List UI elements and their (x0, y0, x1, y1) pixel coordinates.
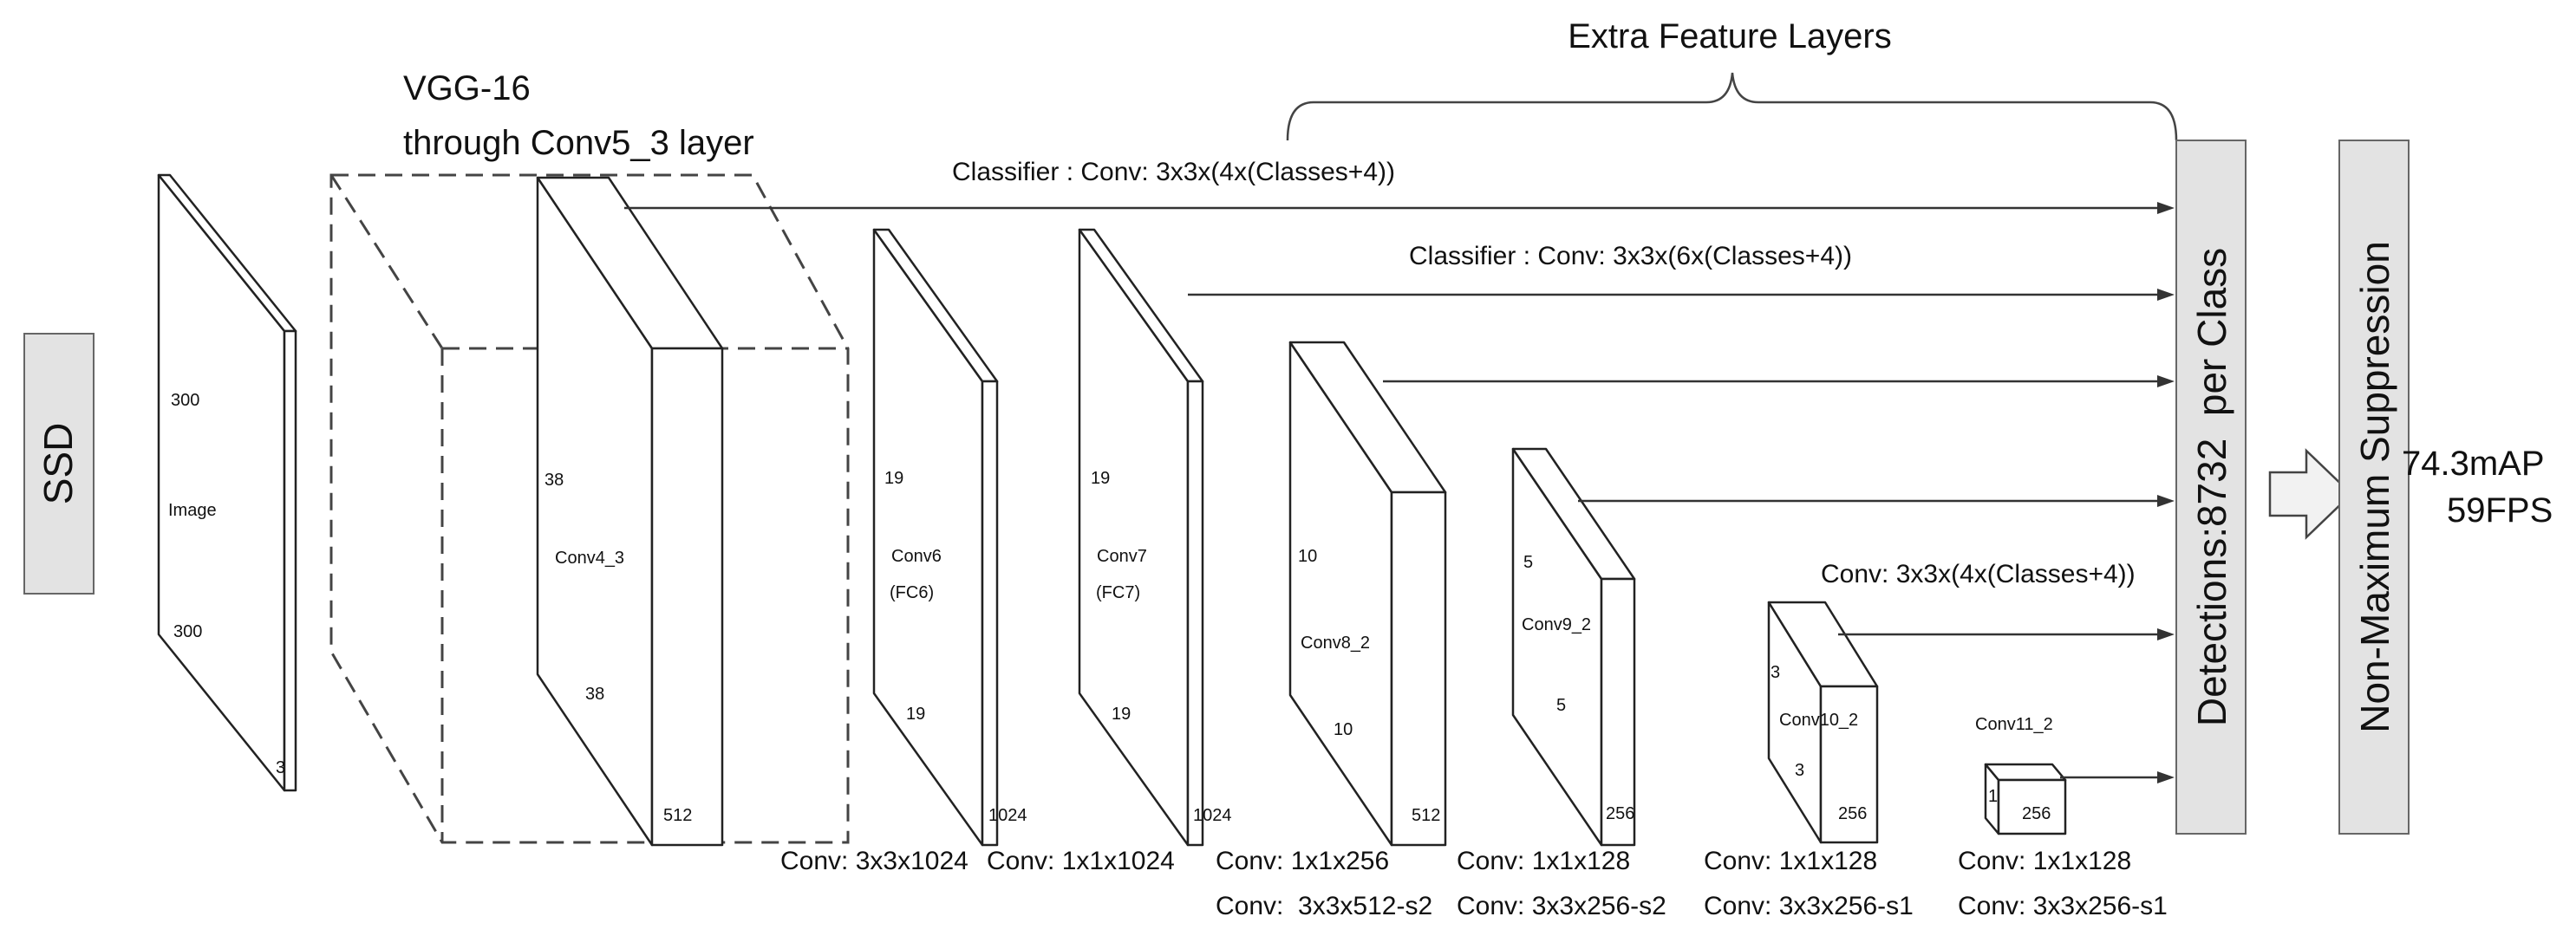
bottom-op-labels: Conv: 3x3x1024 Conv: 1x1x1024 Conv: 1x1x… (780, 847, 2168, 920)
image-width-label: 300 (171, 391, 199, 410)
conv4_3-size-a: 38 (545, 471, 564, 490)
conv6-size-b: 19 (906, 705, 925, 724)
op-conv9_2-line2: Conv: 3x3x256-s2 (1457, 892, 1666, 920)
conv8_2-name: Conv8_2 (1301, 634, 1370, 653)
hollow-arrow-to-nms (2268, 448, 2353, 540)
vgg16-title: VGG-16 (403, 69, 531, 107)
ssd-label: SSD (36, 423, 81, 505)
arrowhead-conv7 (2157, 289, 2175, 301)
conv11_2-depth: 256 (2022, 804, 2051, 823)
conv9_2-size-a: 5 (1523, 553, 1533, 572)
conv7-name-sub: (FC7) (1096, 583, 1140, 602)
conv9_2-depth: 256 (1606, 804, 1634, 823)
classifier-label-top: Classifier : Conv: 3x3x(4x(Classes+4)) (952, 158, 1395, 186)
conv4_3-size-b: 38 (585, 685, 604, 704)
classifier-label-third: Conv: 3x3x(4x(Classes+4)) (1821, 560, 2136, 588)
nms-panel: Non-Maximum Suppression (2338, 140, 2410, 835)
conv11_2-name: Conv11_2 (1975, 715, 2053, 734)
conv9_2-block: 5 Conv9_2 5 256 (1511, 447, 1636, 847)
conv10_2-block: 3 Conv10_2 3 256 (1767, 601, 1879, 844)
conv6-size-a: 19 (884, 469, 903, 488)
conv10_2-name: Conv10_2 (1779, 711, 1858, 730)
nms-label: Non-Maximum Suppression (2352, 241, 2397, 733)
conv8_2-depth: 512 (1412, 806, 1440, 825)
op-conv6: Conv: 3x3x1024 (780, 847, 968, 875)
op-conv11_2-line1: Conv: 1x1x128 (1958, 847, 2131, 875)
extra-feature-layers-label: Extra Feature Layers (1568, 17, 1892, 55)
conv6-block: 19 Conv6 (FC6) 19 1024 (872, 228, 1027, 847)
conv10_2-size-a: 3 (1771, 663, 1780, 682)
image-height-label: 300 (173, 622, 202, 641)
image-name-label: Image (168, 501, 217, 520)
op-conv9_2-line1: Conv: 1x1x128 (1457, 847, 1630, 875)
conv9_2-name: Conv9_2 (1522, 615, 1591, 634)
conv9_2-size-b: 5 (1556, 696, 1566, 715)
extra-feature-layers-brace (1286, 72, 2178, 141)
conv7-name: Conv7 (1097, 547, 1147, 566)
conv8_2-size-b: 10 (1334, 720, 1353, 739)
conv6-name: Conv6 (891, 547, 942, 566)
op-conv10_2-line1: Conv: 1x1x128 (1704, 847, 1877, 875)
image-depth-label: 3 (276, 758, 285, 777)
conv10_2-depth: 256 (1838, 804, 1867, 823)
conv7-size-a: 19 (1091, 469, 1110, 488)
conv7-depth: 1024 (1193, 806, 1232, 825)
arrowhead-conv11_2 (2157, 771, 2175, 783)
detections-panel: Detections:8732 per Class (2175, 140, 2247, 835)
conv4_3-block: 38 Conv4_3 38 512 (536, 176, 724, 847)
conv4_3-depth: 512 (663, 806, 692, 825)
conv10_2-size-b: 3 (1795, 761, 1804, 780)
conv11_2-block: Conv11_2 1 256 (1975, 715, 2067, 835)
op-conv8_2-line1: Conv: 1x1x256 (1216, 847, 1389, 875)
classifier-label-second: Classifier : Conv: 3x3x(6x(Classes+4)) (1409, 242, 1852, 270)
result-map: 74.3mAP (2402, 445, 2545, 483)
conv7-block: 19 Conv7 (FC7) 19 1024 (1078, 228, 1232, 847)
op-conv11_2-line2: Conv: 3x3x256-s1 (1958, 892, 2168, 920)
conv6-name-sub: (FC6) (890, 583, 934, 602)
vgg16-subtitle: through Conv5_3 layer (403, 124, 754, 162)
conv11_2-size-a: 1 (1988, 787, 1998, 806)
conv8_2-size-a: 10 (1298, 547, 1317, 566)
op-conv7: Conv: 1x1x1024 (987, 847, 1175, 875)
op-conv8_2-line2: Conv: 3x3x512-s2 (1216, 892, 1432, 920)
conv7-size-b: 19 (1112, 705, 1131, 724)
op-conv10_2-line2: Conv: 3x3x256-s1 (1704, 892, 1914, 920)
detections-label: Detections:8732 per Class (2189, 248, 2234, 726)
connection-arrows (624, 202, 2175, 783)
conv4_3-name: Conv4_3 (555, 549, 624, 568)
image-block: 300 Image 300 3 (157, 173, 297, 792)
arrowhead-conv10_2 (2157, 628, 2175, 640)
result-fps: 59FPS (2447, 491, 2553, 530)
arrowhead-conv8_2 (2157, 375, 2175, 387)
ssd-label-panel: SSD (23, 333, 95, 595)
conv8_2-block: 10 Conv8_2 10 512 (1288, 341, 1447, 847)
conv6-depth: 1024 (988, 806, 1027, 825)
arrowhead-conv9_2 (2157, 495, 2175, 507)
arrowhead-conv4_3 (2157, 202, 2175, 214)
